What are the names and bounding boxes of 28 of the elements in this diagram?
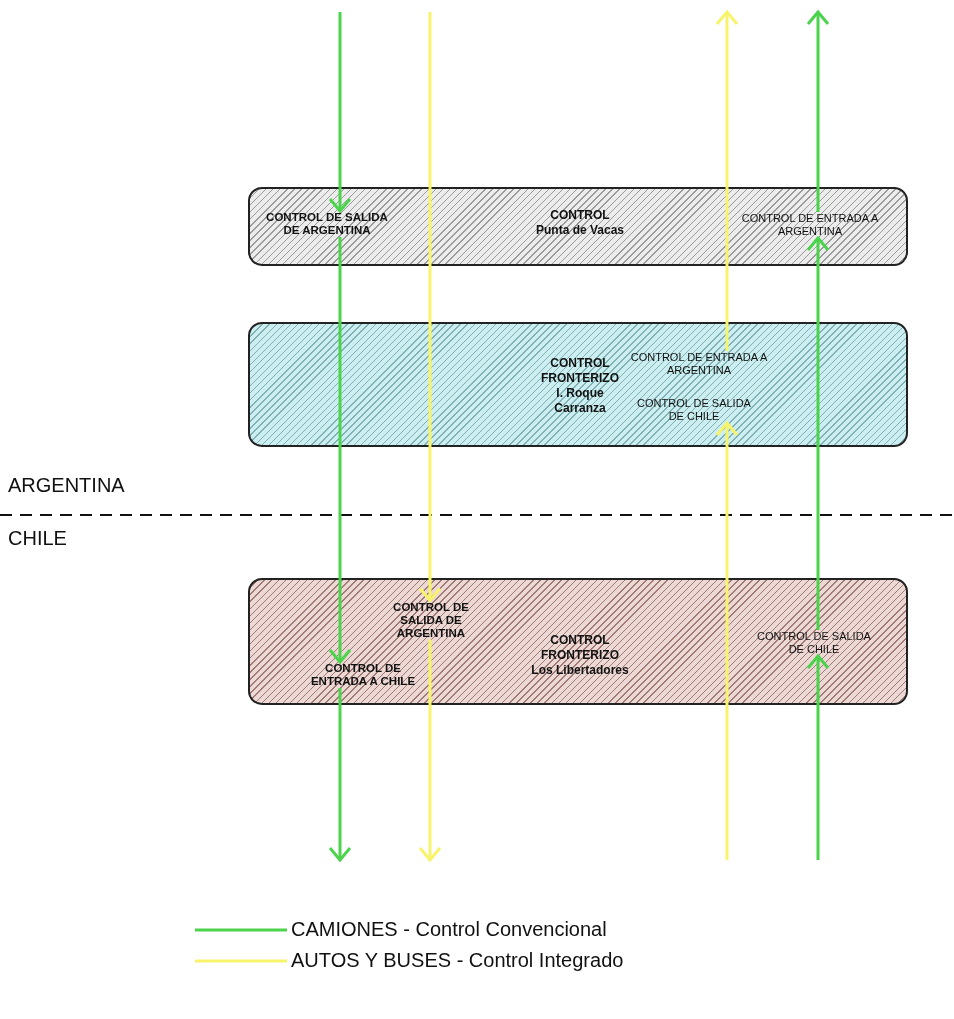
checkpoint-title: CONTROL FRONTERIZO [540,632,620,663]
control-step-label: CONTROL DE SALIDA DE ARGENTINA [376,600,486,640]
arrow [715,421,739,860]
checkpoint-box [248,578,908,705]
arrow [806,236,830,630]
control-step-label: CONTROL DE SALIDA DE CHILE [634,397,754,423]
legend-text: CAMIONES - Control Convencional [291,918,607,941]
control-step-label: CONTROL DE ENTRADA A CHILE [297,662,429,688]
arrow [328,237,352,664]
checkpoint-box [248,322,908,447]
arrow [715,10,739,351]
arrow [418,12,442,602]
country-label: CHILE [8,527,67,550]
arrow [806,654,830,860]
control-step-label: CONTROL DE ENTRADA A ARGENTINA [737,212,883,238]
control-step-label: CONTROL DE SALIDA DE CHILE [755,630,873,656]
arrow [806,10,830,212]
control-step-label: CONTROL DE SALIDA DE ARGENTINA [263,211,391,237]
checkpoint-box [248,187,908,266]
legend-text: AUTOS Y BUSES - Control Integrado [291,949,624,972]
checkpoint-title: Punta de Vacas [534,223,625,238]
checkpoint-title: Los Libertadores [530,662,630,678]
checkpoint-title: I. Roque Carranza [553,386,607,416]
arrow [328,12,352,213]
control-step-label: CONTROL DE ENTRADA A ARGENTINA [624,351,774,377]
country-label: ARGENTINA [8,474,125,497]
checkpoint-title: CONTROL [549,208,611,223]
checkpoint-title: CONTROL FRONTERIZO [540,356,620,386]
